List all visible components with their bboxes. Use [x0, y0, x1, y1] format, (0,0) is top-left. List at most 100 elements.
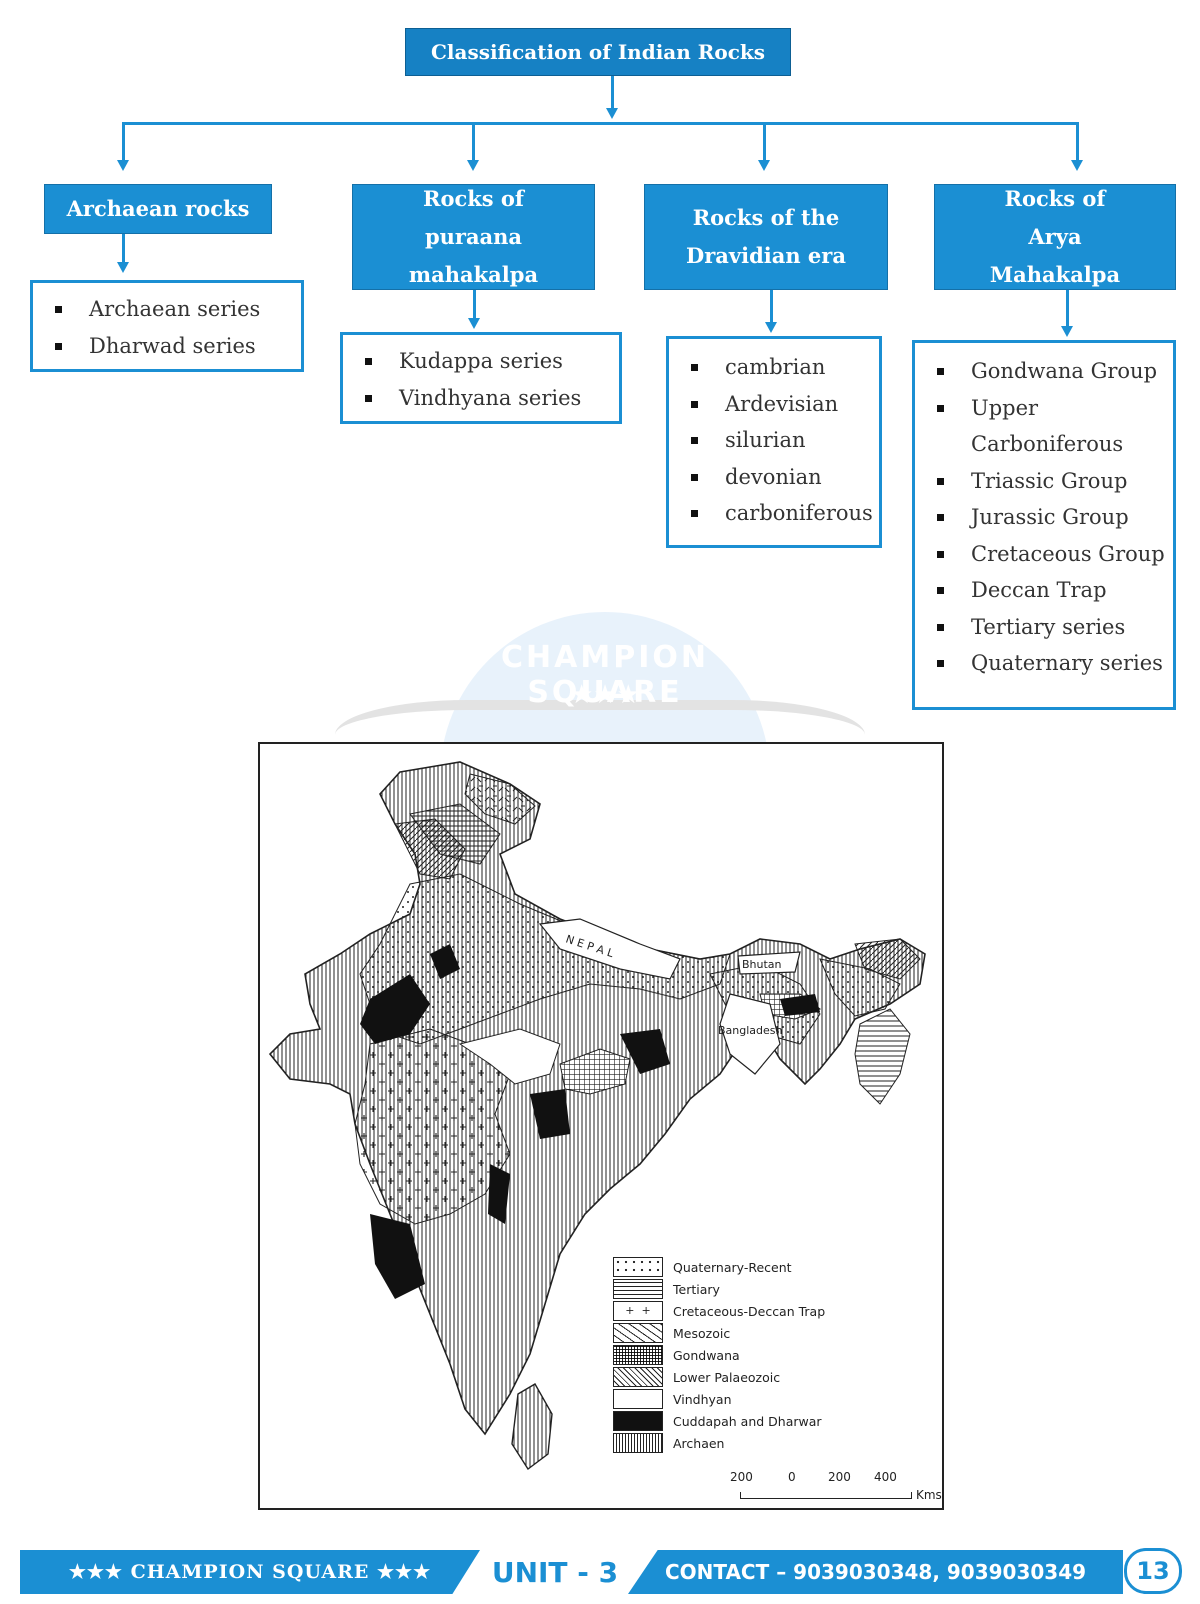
map-scale: 200 0 200 400 Kms [730, 1470, 942, 1506]
scale-unit: Kms [916, 1488, 942, 1502]
list-puraana: Kudappa series Vindhyana series [340, 332, 622, 424]
legend-swatch-gondwana [613, 1345, 663, 1365]
map-region-cuddapah-dharwar [430, 944, 460, 979]
connector-trunk [611, 76, 614, 112]
legend-label: Cuddapah and Dharwar [673, 1413, 822, 1429]
legend-swatch-lower-palaeozoic [613, 1367, 663, 1387]
footer-contact: CONTACT – 9039030348, 9039030349 [628, 1550, 1123, 1594]
scale-tick-label: 200 [730, 1470, 753, 1484]
list-item: cambrian [669, 349, 879, 386]
diagram-title: Classification of Indian Rocks [405, 28, 791, 76]
map-island-sri-lanka [511, 1383, 553, 1471]
connector-arrow [1061, 326, 1073, 337]
list-item: Quaternary series [915, 645, 1173, 682]
category-header-archaean: Archaean rocks [44, 184, 272, 234]
map-label-bhutan: Bhutan [742, 958, 782, 971]
category-header-puraana: Rocks of puraana mahakalpa [352, 184, 595, 290]
legend-row: Vindhyan [613, 1388, 825, 1410]
legend-row: Tertiary [613, 1278, 825, 1300]
connector-horizontal [122, 122, 1079, 125]
list-item: Vindhyana series [343, 380, 619, 417]
connector-arrow [758, 160, 770, 171]
legend-swatch-cuddapah-dharwar [613, 1411, 663, 1431]
list-archaean: Archaean series Dharwad series [30, 280, 304, 372]
list-item: Deccan Trap [915, 572, 1173, 609]
list-dravidian: cambrian Ardevisian silurian devonian ca… [666, 336, 882, 548]
legend-label: Gondwana [673, 1347, 740, 1363]
legend-row: Cuddapah and Dharwar [613, 1410, 825, 1432]
legend-row: + + Cretaceous-Deccan Trap [613, 1300, 825, 1322]
list-item: Cretaceous Group [915, 536, 1173, 573]
list-item: Triassic Group [915, 463, 1173, 500]
legend-label: Mesozoic [673, 1325, 731, 1341]
map-region-cuddapah-dharwar [360, 974, 430, 1044]
map-region-cuddapah-dharwar [370, 1214, 425, 1299]
connector-arrow [468, 318, 480, 329]
legend-label: Quaternary-Recent [673, 1259, 792, 1275]
legend-row: Lower Palaeozoic [613, 1366, 825, 1388]
map-region-lower-palaeozoic [854, 938, 921, 980]
list-item: devonian [669, 459, 879, 496]
connector-list-2 [473, 290, 476, 320]
legend-label: Cretaceous-Deccan Trap [673, 1303, 826, 1319]
map-region-vindhyan [458, 1028, 561, 1085]
legend-swatch-deccan-trap: + + [613, 1301, 663, 1321]
connector-arrow [467, 160, 479, 171]
connector-arrow [117, 262, 129, 273]
map-region-lower-palaeozoic [394, 818, 466, 880]
connector-drop-3 [763, 122, 766, 162]
connector-drop-2 [472, 122, 475, 162]
list-item: Ardevisian [669, 386, 879, 423]
map-label-bangladesh: Bangladesh [718, 1024, 783, 1037]
map-region-cuddapah-dharwar [780, 994, 820, 1016]
connector-list-4 [1066, 290, 1069, 328]
list-item: Dharwad series [33, 328, 301, 365]
list-item: Gondwana Group [915, 353, 1173, 390]
list-item: carboniferous [669, 495, 879, 532]
connector-arrow [1071, 160, 1083, 171]
list-item: Kudappa series [343, 343, 619, 380]
legend-label: Vindhyan [673, 1391, 732, 1407]
legend-swatch-quaternary [613, 1257, 663, 1277]
geology-map-frame: N E P A L Bhutan Bangladesh [258, 742, 944, 1510]
connector-arrow [606, 108, 618, 119]
legend-row: Mesozoic [613, 1322, 825, 1344]
list-item: Archaean series [33, 291, 301, 328]
legend-label: Tertiary [673, 1281, 720, 1297]
category-header-arya: Rocks of Arya Mahakalpa [934, 184, 1176, 290]
legend-row: Quaternary-Recent [613, 1256, 825, 1278]
list-arya: Gondwana Group Upper Carboniferous Trias… [912, 340, 1176, 710]
footer-brand: ★★★ CHAMPION SQUARE ★★★ [20, 1550, 480, 1594]
list-item: Upper Carboniferous [915, 390, 1173, 463]
legend-row: Gondwana [613, 1344, 825, 1366]
map-country-bhutan [737, 951, 801, 975]
watermark-text: CHAMPION SQUARE [501, 640, 709, 710]
scale-tick-label: 0 [788, 1470, 796, 1484]
legend-swatch-tertiary [613, 1279, 663, 1299]
connector-arrow [765, 322, 777, 333]
list-item: Tertiary series [915, 609, 1173, 646]
connector-drop-1 [122, 122, 125, 162]
map-region-tertiary [854, 1008, 911, 1105]
list-item: silurian [669, 422, 879, 459]
scale-tick-label: 400 [874, 1470, 897, 1484]
scale-bar [740, 1492, 912, 1499]
legend-swatch-mesozoic [613, 1323, 663, 1343]
map-country-bangladesh [719, 993, 781, 1075]
legend-row: Archaen [613, 1432, 825, 1454]
map-region-cuddapah-dharwar [530, 1089, 570, 1139]
legend-swatch-archaen [613, 1433, 663, 1453]
map-region-cuddapah-dharwar [620, 1029, 670, 1074]
footer-unit: UNIT - 3 [491, 1555, 619, 1589]
connector-list-1 [122, 234, 125, 264]
map-country-nepal [538, 918, 681, 980]
map-legend: Quaternary-Recent Tertiary + + Cretaceou… [613, 1256, 825, 1454]
watermark-stars: ★★★ [570, 680, 640, 710]
list-item: Jurassic Group [915, 499, 1173, 536]
map-region-cuddapah-dharwar [488, 1164, 510, 1224]
scale-tick-label: 200 [828, 1470, 851, 1484]
page-number: 13 [1124, 1548, 1182, 1594]
connector-list-3 [770, 290, 773, 324]
geology-map: N E P A L Bhutan Bangladesh [268, 761, 926, 1471]
watermark-swoosh [335, 700, 865, 770]
